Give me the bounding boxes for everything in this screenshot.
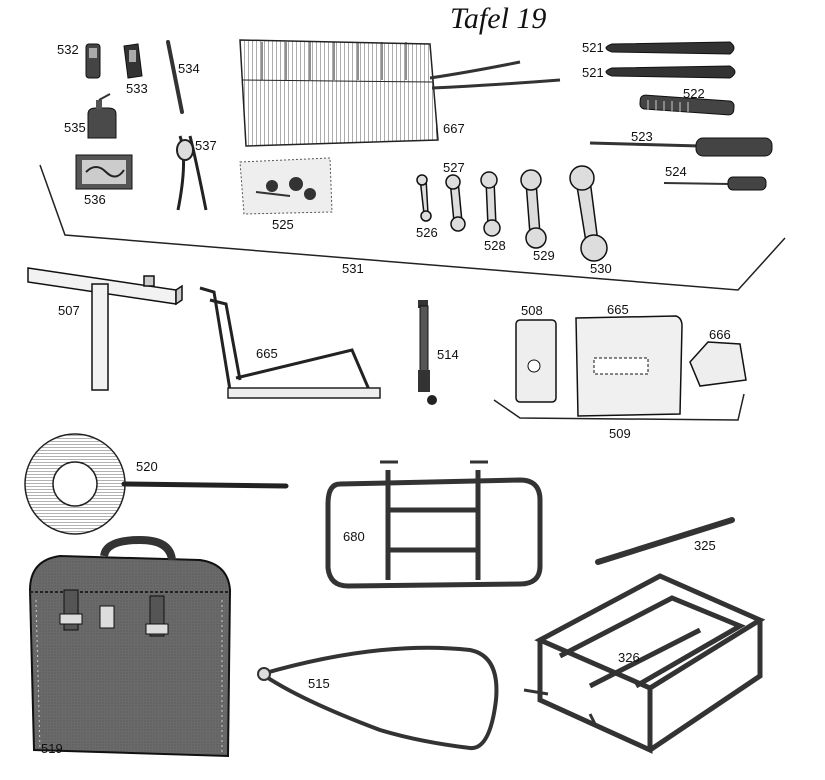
label-536: 536 [84, 192, 106, 207]
patch-kit-536 [75, 154, 133, 190]
spanner-528 [480, 171, 501, 237]
screwdriver-523 [589, 137, 773, 157]
tool-tray-outline [39, 164, 786, 291]
label-524: 524 [665, 164, 687, 179]
spanner-529 [520, 169, 547, 249]
label-534: 534 [178, 61, 200, 76]
spanner-530 [569, 165, 608, 262]
label-514: 514 [437, 347, 459, 362]
bag-665 [575, 315, 683, 417]
brush-522 [639, 94, 735, 116]
label-509: 509 [609, 426, 631, 441]
label-508: 508 [521, 303, 543, 318]
tyre-lever-521a [605, 41, 735, 55]
rear-rack-326 [523, 573, 766, 754]
screwdriver-524 [663, 176, 767, 191]
stand-507 [27, 267, 183, 391]
label-532: 532 [57, 42, 79, 57]
label-528: 528 [484, 238, 506, 253]
label-533: 533 [126, 81, 148, 96]
front-rack-680 [325, 460, 543, 589]
label-530: 530 [590, 261, 612, 276]
label-515: 515 [308, 676, 330, 691]
oil-can-535 [87, 93, 117, 139]
label-325: 325 [694, 538, 716, 553]
saddle-bag-519 [28, 535, 232, 758]
carrier-bracket-665 [199, 286, 381, 399]
spanner-527 [445, 174, 466, 232]
label-665-bracket: 665 [256, 346, 278, 361]
label-680: 680 [343, 529, 365, 544]
spanner-526 [416, 174, 432, 222]
label-326: 326 [618, 650, 640, 665]
small-parts-bag-525 [239, 157, 333, 215]
label-526: 526 [416, 225, 438, 240]
rod-534 [166, 40, 184, 114]
label-525: 525 [272, 217, 294, 232]
pliers-537 [176, 135, 208, 211]
lock-cable-515 [257, 645, 499, 751]
label-523: 523 [631, 129, 653, 144]
label-507: 507 [58, 303, 80, 318]
label-527: 527 [443, 160, 465, 175]
tyre-lever-521b [605, 65, 736, 79]
valve-cap-533 [123, 43, 143, 79]
label-535: 535 [64, 120, 86, 135]
pouch-666 [689, 341, 747, 387]
label-531: 531 [342, 261, 364, 276]
rod-325 [595, 517, 735, 565]
bag-tray-outline [493, 393, 745, 421]
valve-tool-532 [85, 43, 101, 79]
tool-roll-667 [239, 39, 561, 147]
label-521a: 521 [582, 40, 604, 55]
label-667: 667 [443, 121, 465, 136]
label-529: 529 [533, 248, 555, 263]
label-519: 519 [41, 741, 63, 756]
container-508 [515, 319, 557, 403]
label-665-bag: 665 [607, 302, 629, 317]
label-520: 520 [136, 459, 158, 474]
pump-514 [418, 300, 437, 405]
plate-title: Tafel 19 [450, 2, 547, 35]
label-522: 522 [683, 86, 705, 101]
label-666: 666 [709, 327, 731, 342]
label-537: 537 [195, 138, 217, 153]
ring-tool-520 [24, 433, 289, 535]
label-521b: 521 [582, 65, 604, 80]
